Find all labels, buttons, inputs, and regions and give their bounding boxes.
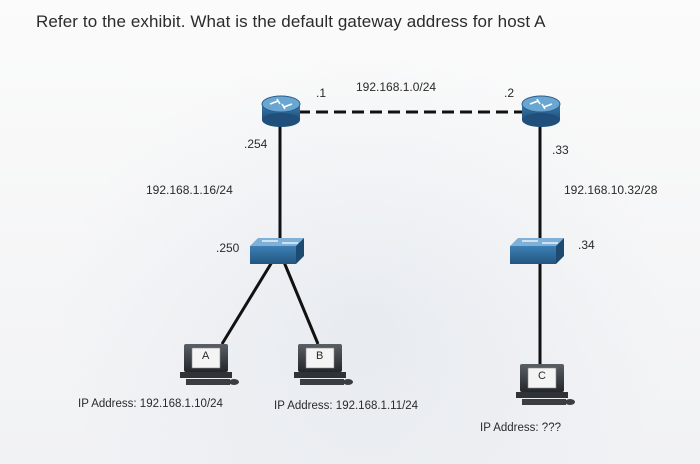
router-1-lan-interface-label: .254 [244, 137, 268, 151]
host-c-ip-label: IP Address: ??? [480, 422, 561, 434]
host-b-computer-icon[interactable] [294, 344, 353, 385]
switch-left-address-label: .250 [216, 241, 240, 255]
host-a-name: A [202, 350, 210, 362]
right-lan-network-label: 192.168.10.32/28 [564, 183, 658, 197]
link-switch-left-host-b [282, 261, 320, 345]
router-2-wan-interface-label: .2 [504, 86, 515, 100]
host-a-computer-icon[interactable] [180, 344, 239, 385]
wan-network-label: 192.168.1.0/24 [356, 80, 437, 94]
question-text: Refer to the exhibit. What is the defaul… [36, 12, 546, 31]
left-lan-network-label: 192.168.1.16/24 [146, 183, 233, 197]
host-b-ip-label: IP Address: 192.168.1.11/24 [274, 400, 419, 412]
router-2-lan-interface-label: .33 [552, 143, 569, 157]
host-c-name: C [538, 370, 546, 382]
host-a-ip-label: IP Address: 192.168.1.10/24 [78, 398, 223, 410]
router-2-icon[interactable] [521, 95, 561, 127]
router-1-icon[interactable] [261, 95, 301, 127]
switch-right-icon[interactable] [510, 238, 564, 264]
router-1-wan-interface-label: .1 [316, 86, 327, 100]
host-c-computer-icon[interactable] [516, 364, 575, 405]
host-b-name: B [316, 350, 324, 362]
switch-right-address-label: .34 [578, 238, 595, 252]
link-switch-left-host-a [220, 261, 274, 345]
switch-left-icon[interactable] [250, 238, 304, 264]
